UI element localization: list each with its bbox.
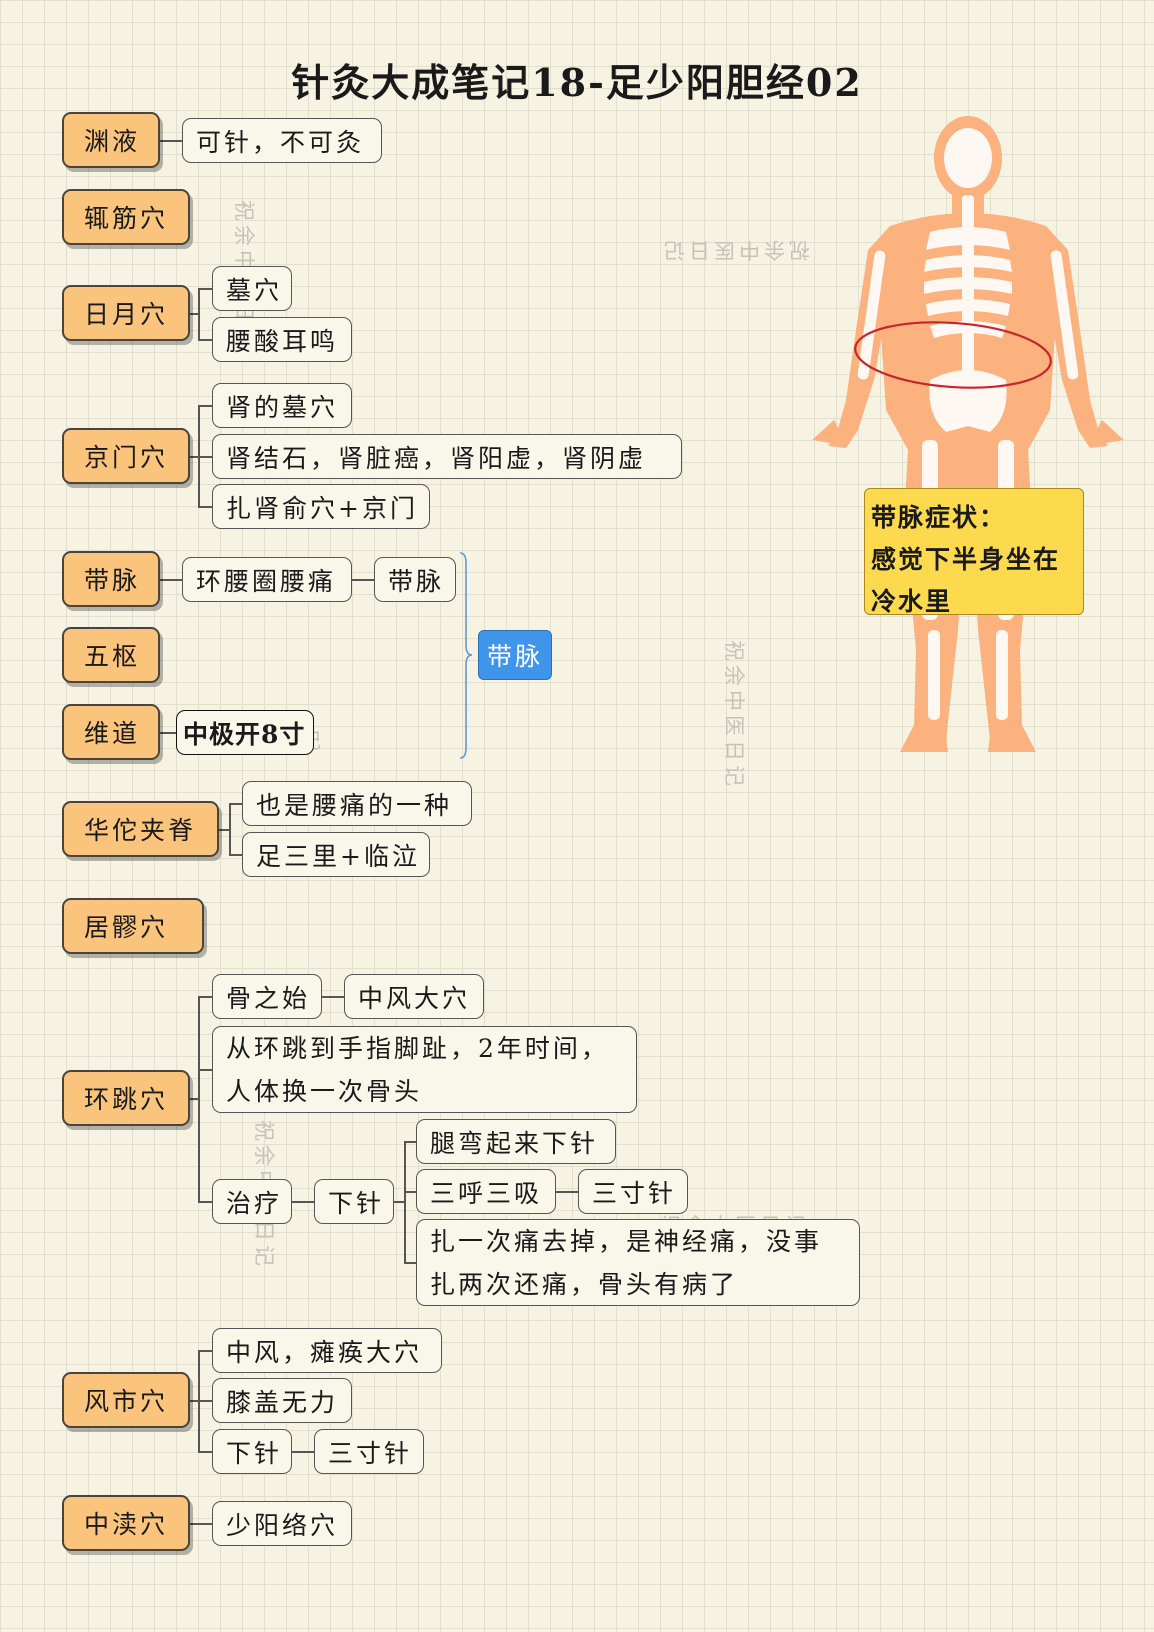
node-huantiao-gu-child: 中风大穴	[344, 974, 484, 1019]
node-jingmen-child: 扎肾俞穴+京门	[212, 484, 430, 529]
node-huatuo-child: 足三里+临泣	[242, 832, 430, 877]
node-huantiao-desc: 从环跳到手指脚趾，2年时间， 人体换一次骨头	[212, 1026, 637, 1113]
node-juliao[interactable]: 居髎穴	[62, 898, 204, 954]
group-label-daimai[interactable]: 带脉	[478, 630, 552, 680]
node-huantiao-note: 扎一次痛去掉，是神经痛，没事 扎两次还痛，骨头有病了	[416, 1219, 860, 1306]
node-daimai-child: 环腰圈腰痛	[182, 557, 352, 602]
node-weidao-child: 中极开8寸	[176, 710, 314, 755]
symptom-title: 带脉症状：	[871, 503, 1007, 532]
node-yuanye-child: 可针，不可灸	[182, 118, 382, 163]
node-zhongdu[interactable]: 中渎穴	[62, 1495, 190, 1551]
node-fengshi-child: 下针	[212, 1429, 292, 1474]
node-huantiao-step: 三寸针	[578, 1169, 688, 1214]
node-huatuo[interactable]: 华佗夹脊	[62, 801, 219, 857]
node-huantiao[interactable]: 环跳穴	[62, 1070, 190, 1126]
node-riyue-child: 墓穴	[212, 266, 292, 311]
desc-line: 人体换一次骨头	[226, 1076, 423, 1106]
symptom-text: 冷水里	[871, 587, 953, 616]
note-line: 扎两次还痛，骨头有病了	[430, 1269, 739, 1299]
node-weidao[interactable]: 维道	[62, 704, 160, 760]
node-jingmen-child: 肾的墓穴	[212, 383, 352, 428]
node-huantiao-step: 三呼三吸	[416, 1169, 556, 1214]
node-riyue-child: 腰酸耳鸣	[212, 317, 352, 362]
node-fengshi-child: 中风，瘫痪大穴	[212, 1328, 442, 1373]
node-jingmen-child: 肾结石，肾脏癌，肾阳虚，肾阴虚	[212, 434, 682, 479]
node-daimai[interactable]: 带脉	[62, 551, 160, 607]
page-title: 针灸大成笔记18-足少阳胆经02	[291, 60, 863, 105]
node-huatuo-child: 也是腰痛的一种	[242, 781, 472, 826]
node-huantiao-step: 腿弯起来下针	[416, 1119, 616, 1164]
node-jingmen[interactable]: 京门穴	[62, 428, 190, 484]
node-zhongdu-child: 少阳络穴	[212, 1501, 352, 1546]
desc-line: 从环跳到手指脚趾，2年时间，	[226, 1033, 609, 1063]
node-zhejin[interactable]: 辄筋穴	[62, 189, 190, 245]
note-line: 扎一次痛去掉，是神经痛，没事	[430, 1226, 823, 1256]
node-fengshi-child: 膝盖无力	[212, 1378, 352, 1423]
node-huantiao-zhiliao: 治疗	[212, 1179, 292, 1224]
node-fengshi[interactable]: 风市穴	[62, 1372, 190, 1428]
symptom-box: 带脉症状： 感觉下半身坐在 冷水里	[864, 488, 1084, 616]
node-riyue[interactable]: 日月穴	[62, 285, 190, 341]
node-fengshi-child: 三寸针	[314, 1429, 424, 1474]
node-yuanye[interactable]: 渊液	[62, 112, 160, 168]
node-huantiao-gu: 骨之始	[212, 974, 322, 1019]
node-daimai-grandchild: 带脉	[374, 557, 456, 602]
node-wushu[interactable]: 五枢	[62, 627, 160, 683]
node-huantiao-xiazhen: 下针	[314, 1179, 394, 1224]
symptom-text: 感觉下半身坐在	[871, 545, 1061, 574]
